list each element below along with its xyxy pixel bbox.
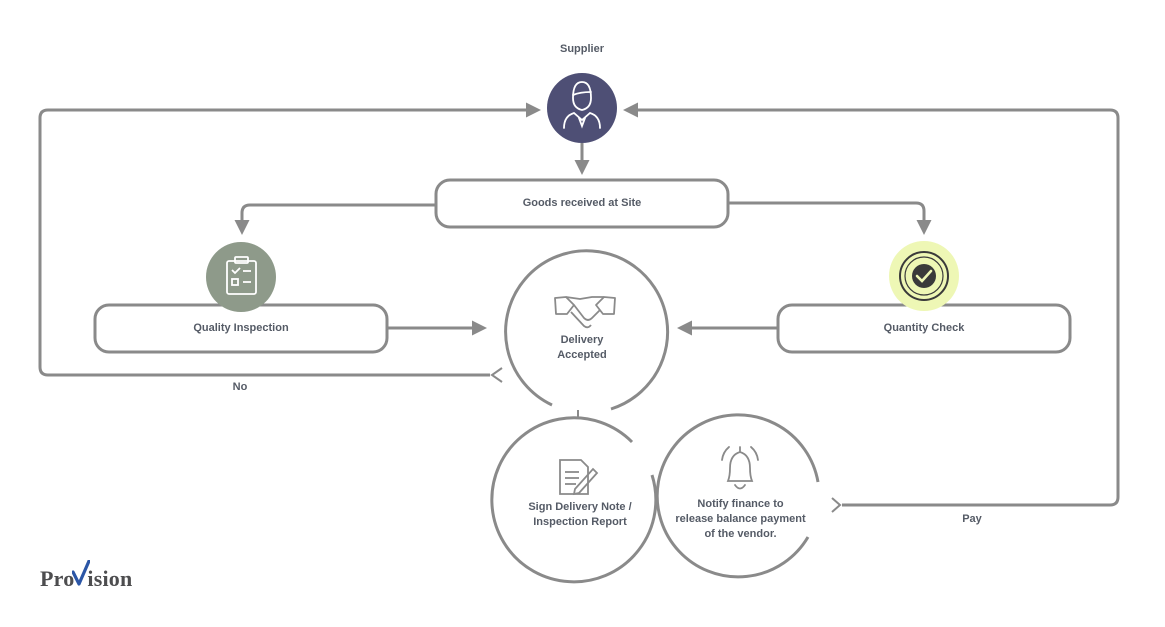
pay-label: Pay (962, 513, 982, 525)
no-arrow-head (490, 367, 503, 383)
sign-note-line1: Sign Delivery Note / (528, 501, 632, 513)
notify-to-pay-arrow-head (831, 497, 842, 513)
no-label: No (232, 381, 248, 393)
document-icon (559, 459, 599, 496)
delivery-accepted-circle (504, 249, 670, 411)
sign-note-label: Sign Delivery Note / Inspection Report (505, 500, 655, 530)
goods-received-box (434, 178, 730, 229)
provision-logo: Pro ision (40, 560, 133, 592)
person-icon (563, 81, 601, 129)
pay-loop-line (623, 102, 1120, 507)
sign-delivery-circle (490, 416, 658, 584)
goods-to-quality-arrow (234, 203, 436, 235)
logo-suffix: ision (87, 566, 133, 591)
delivery-accepted-line2: Accepted (557, 349, 607, 361)
quality-inspection-label: Quality Inspection (193, 322, 289, 334)
handshake-icon (554, 296, 616, 329)
quality-icon-circle (206, 242, 276, 312)
goods-to-quantity-arrow (728, 201, 932, 235)
sign-note-line2: Inspection Report (533, 516, 627, 528)
goods-received-label: Goods received at Site (522, 197, 642, 209)
supplier-circle (547, 73, 617, 143)
delivery-accepted-label: Delivery Accepted (532, 333, 632, 363)
bell-icon (721, 446, 759, 490)
clipboard-icon (226, 256, 257, 295)
notify-line1: Notify finance to (697, 498, 784, 510)
supplier-label: Supplier (559, 43, 604, 55)
notify-finance-circle (655, 413, 820, 579)
notify-line3: of the vendor. (704, 528, 777, 540)
notify-line2: release balance payment (675, 513, 806, 525)
no-loop-line (38, 102, 541, 377)
logo-prefix: Pro (40, 566, 75, 591)
delivery-accepted-line1: Delivery (560, 334, 604, 346)
quantity-check-label: Quantity Check (883, 322, 965, 334)
notify-finance-label: Notify finance to release balance paymen… (663, 497, 818, 542)
quality-seal-icon (899, 251, 949, 301)
logo-check-mark (72, 560, 91, 592)
